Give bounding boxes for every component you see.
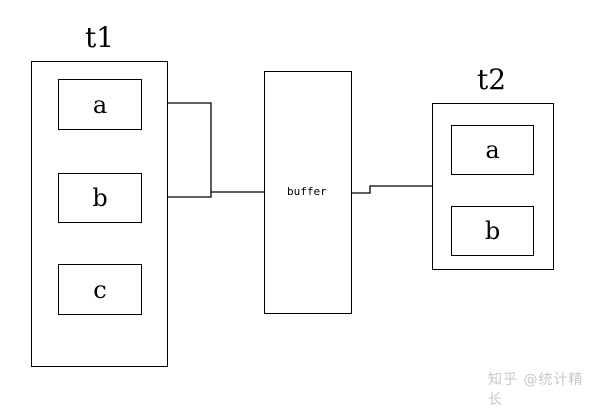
t1-title: t1 bbox=[85, 21, 115, 54]
buffer-label: buffer bbox=[287, 185, 327, 198]
buffer-box bbox=[264, 71, 352, 314]
t1-item-a: a bbox=[58, 79, 142, 130]
t1-item-b: b bbox=[58, 173, 142, 223]
watermark-text: 知乎 @统计精长 bbox=[488, 372, 584, 408]
connector-t1-a-to-buffer bbox=[141, 102, 264, 193]
t1-item-c: c bbox=[58, 264, 142, 315]
connector-buffer-to-t2 bbox=[351, 185, 433, 194]
t2-item-a: a bbox=[451, 125, 534, 175]
t2-title: t2 bbox=[477, 63, 507, 96]
t2-item-b: b bbox=[451, 206, 534, 256]
